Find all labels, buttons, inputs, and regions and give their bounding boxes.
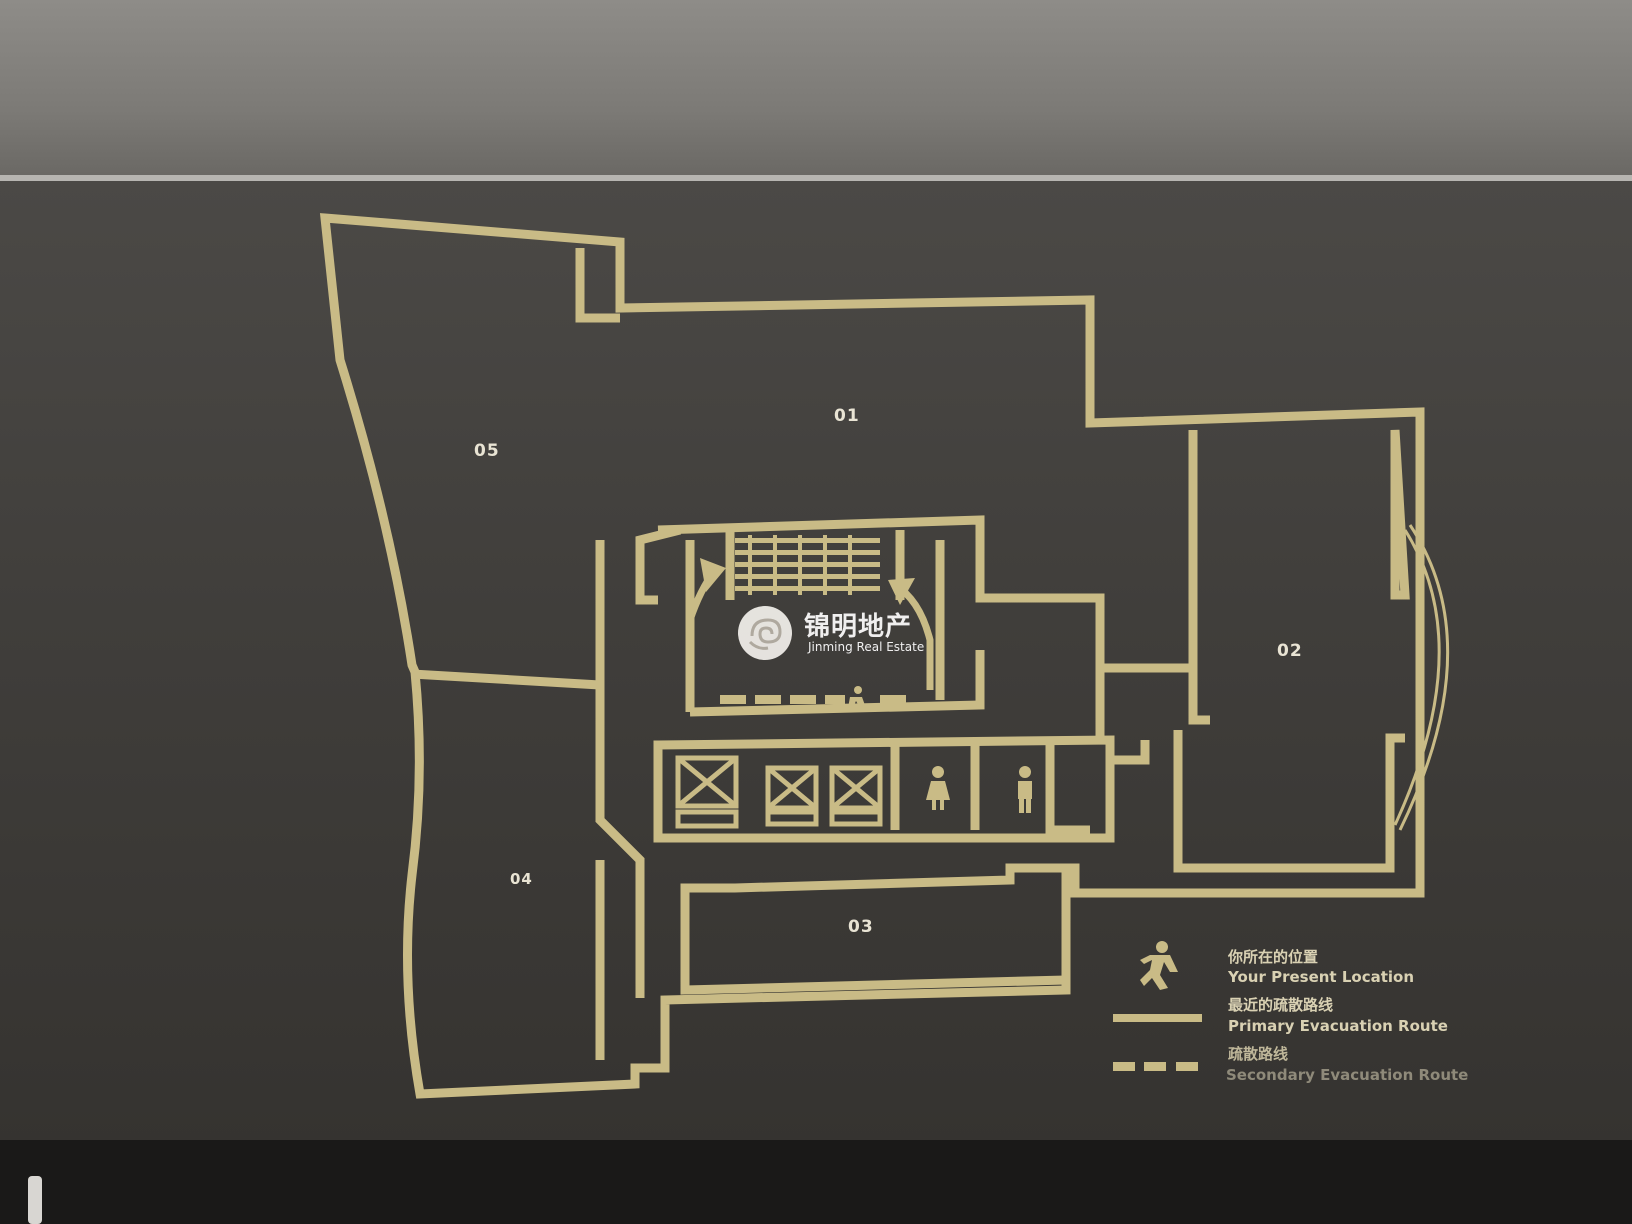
female-restroom-icon (926, 766, 950, 810)
upper-core-bottom (689, 650, 985, 717)
wall-background (0, 0, 1632, 200)
stair-icon (735, 538, 880, 591)
bay-window-outer (1398, 524, 1450, 831)
upper-core (657, 515, 1190, 673)
legend-present-location-cn: 你所在的位置 (1228, 948, 1319, 966)
room-03-wall (680, 863, 1071, 995)
watermark-text-cn: 锦明地产 (804, 612, 913, 642)
legend-secondary-route-cn: 疏散路线 (1228, 1045, 1289, 1063)
legend-primary-route-cn: 最近的疏散路线 (1228, 996, 1334, 1014)
room-02-wall (1173, 429, 1410, 873)
outer-wall (319, 213, 1425, 1099)
lower-core (653, 735, 1115, 843)
legend-present-location-en: Your Present Location (1228, 968, 1414, 986)
room-label-04: 04 (510, 870, 533, 888)
room-label-03: 03 (848, 917, 874, 937)
floor-shadow (0, 1140, 1632, 1224)
notch-wall (575, 248, 620, 323)
room-label-05: 05 (474, 441, 500, 461)
legend-graphics (1113, 941, 1202, 1071)
bay-window-inner (1393, 529, 1441, 826)
room-label-02: 02 (1277, 641, 1303, 661)
core-west-inner (635, 525, 682, 605)
running-man-icon (1140, 941, 1178, 990)
room-label-01: 01 (834, 406, 860, 426)
legend-secondary-route-en: Secondary Evacuation Route (1226, 1066, 1469, 1084)
elevator-icon (675, 755, 883, 829)
watermark-logo-icon (738, 606, 792, 660)
watermark: 锦明地产 Jinming Real Estate (738, 604, 1038, 664)
core-west-wall (595, 540, 645, 998)
watermark-text-en: Jinming Real Estate (808, 640, 925, 654)
floor-mark (28, 1176, 42, 1224)
present-location-marker-icon (848, 686, 866, 710)
secondary-route-dashes (720, 695, 906, 704)
wall-05-04 (411, 669, 601, 690)
primary-route-line (1113, 1014, 1202, 1022)
lower-core-inner (890, 745, 1090, 835)
male-restroom-icon (1018, 766, 1032, 813)
legend-primary-route-en: Primary Evacuation Route (1228, 1017, 1448, 1035)
corridor-02 (1095, 668, 1150, 765)
